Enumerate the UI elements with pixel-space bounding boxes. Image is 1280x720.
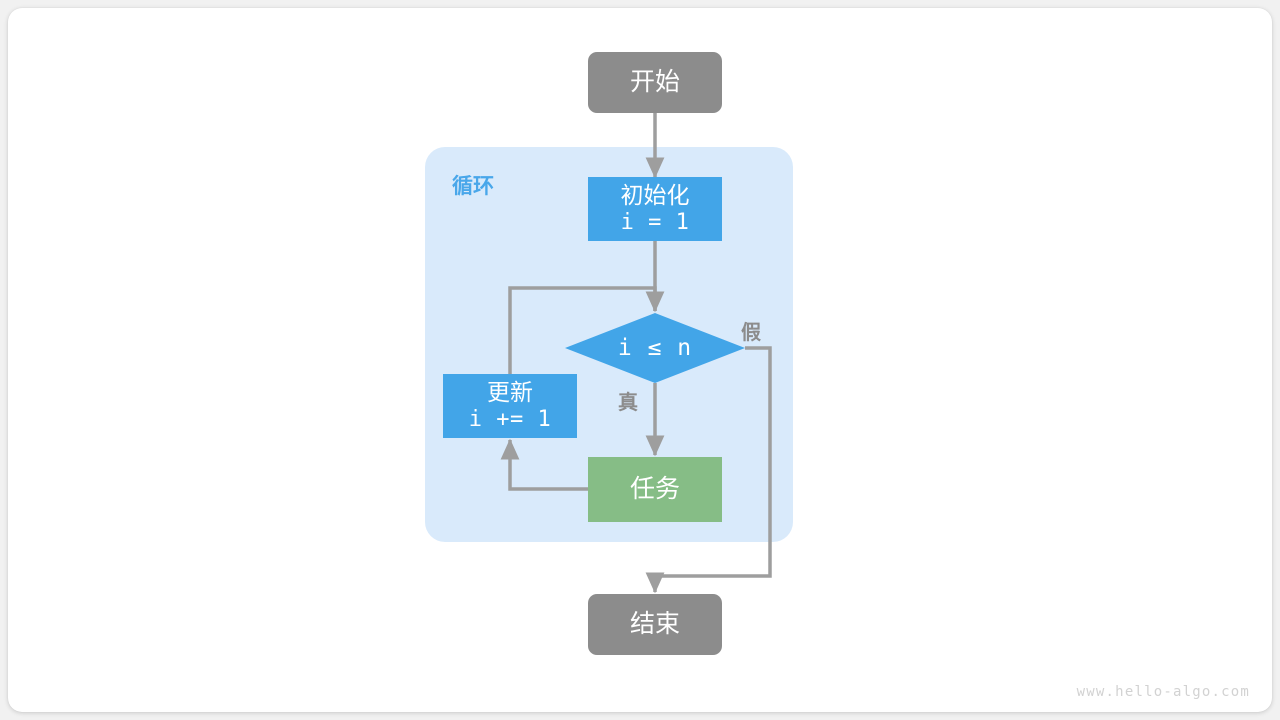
- node-update[interactable]: 更新 i += 1: [443, 374, 577, 438]
- watermark: www.hello-algo.com: [1076, 684, 1250, 700]
- node-init-label: 初始化: [620, 182, 690, 209]
- node-end-label: 结束: [629, 609, 680, 638]
- edge-task-to-update: [500, 438, 588, 491]
- node-start[interactable]: 开始: [588, 52, 722, 113]
- node-condition[interactable]: i ≤ n: [565, 313, 745, 383]
- node-init-code: i = 1: [620, 209, 690, 235]
- node-update-label: 更新: [487, 379, 533, 406]
- edge-condition-false-to-end: [645, 346, 772, 594]
- loop-container-label: 循环: [452, 175, 494, 198]
- node-condition-label: i ≤ n: [617, 335, 693, 361]
- node-update-code: i += 1: [468, 406, 552, 432]
- decision-diamond-shape: [565, 313, 745, 383]
- node-end[interactable]: 结束: [588, 594, 722, 655]
- node-task-label: 任务: [629, 474, 680, 503]
- edge-update-to-condition: [508, 286, 657, 374]
- node-start-label: 开始: [629, 67, 680, 96]
- edge-label-false: 假: [741, 322, 761, 344]
- node-init[interactable]: 初始化 i = 1: [588, 177, 722, 241]
- edge-label-true: 真: [618, 392, 638, 414]
- node-task[interactable]: 任务: [588, 457, 722, 522]
